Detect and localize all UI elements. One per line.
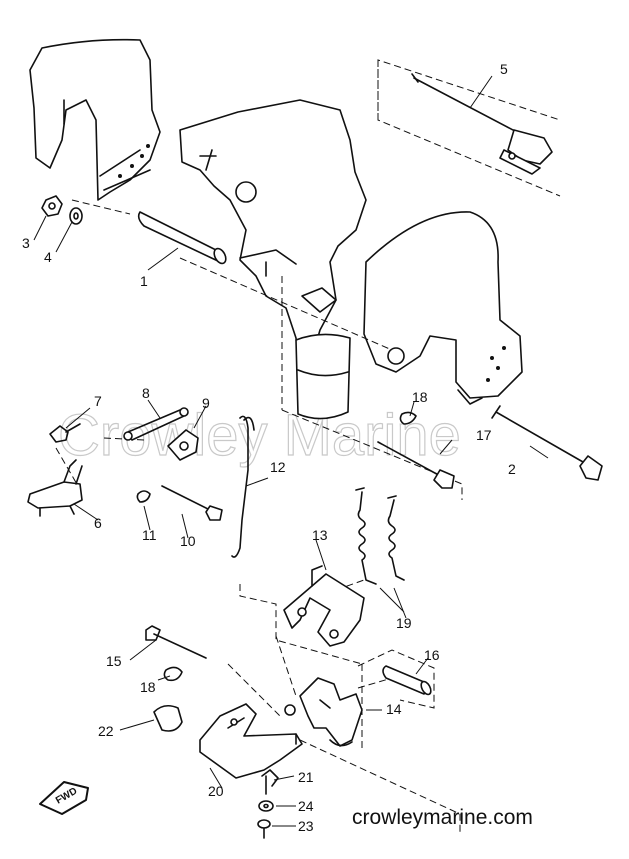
- assembly-line-14: [275, 635, 363, 748]
- part-9-lever: [167, 429, 199, 461]
- part-13-bracket: [283, 565, 365, 647]
- part-23-screw: [257, 819, 271, 839]
- callout-15: 15: [106, 653, 122, 669]
- swivel-bracket: [179, 99, 367, 420]
- clamp-bracket-left: [29, 38, 161, 201]
- part-18-clip-lower: [163, 666, 183, 682]
- callout-6: 6: [94, 515, 102, 531]
- assembly-line-tilt-pin: [71, 199, 393, 351]
- callout-3: 3: [22, 235, 30, 251]
- part-1-tilt-tube: [137, 211, 227, 265]
- callout-18-upper: 18: [412, 389, 428, 405]
- part-4-washer: [69, 207, 83, 225]
- callout-labels: 5 3 4 1 18 17 2 7 8 9 12 6 11 10 13 19 1…: [22, 61, 516, 834]
- callout-16: 16: [424, 647, 440, 663]
- callout-11: 11: [142, 527, 157, 543]
- callout-14: 14: [386, 701, 402, 717]
- callout-24: 24: [298, 798, 314, 814]
- callout-1: 1: [140, 273, 148, 289]
- part-24-washer: [258, 800, 274, 812]
- callout-12: 12: [270, 459, 286, 475]
- callout-13: 13: [312, 527, 328, 543]
- part-21-clip: [261, 769, 279, 795]
- part-10-pin: [161, 485, 223, 521]
- assembly-line-left: [55, 437, 145, 487]
- part-18-clip-upper: [399, 411, 417, 425]
- part-20-base-plate: [199, 703, 303, 779]
- part-22-bushing: [153, 704, 183, 732]
- part-5-bolt-assembly: [411, 73, 553, 175]
- clamp-bracket-right: [363, 211, 523, 405]
- callout-20: 20: [208, 783, 224, 799]
- callout-17: 17: [476, 427, 492, 443]
- callout-19: 19: [396, 615, 412, 631]
- part-3-nut: [41, 195, 63, 217]
- assembly-line-part-5: [377, 59, 561, 197]
- callout-18-lower: 18: [140, 679, 156, 695]
- callout-2: 2: [508, 461, 516, 477]
- part-12-rod: [231, 415, 255, 558]
- callout-7: 7: [94, 393, 102, 409]
- callout-22: 22: [98, 723, 114, 739]
- callout-9: 9: [202, 395, 210, 411]
- callout-23: 23: [298, 818, 314, 834]
- part-6-tilt-lever: [27, 459, 83, 517]
- part-14-plate: [284, 677, 363, 747]
- callout-8: 8: [142, 385, 150, 401]
- callout-21: 21: [298, 769, 314, 785]
- assembly-line-center: [281, 276, 463, 500]
- leader-lines: [33, 75, 549, 827]
- callout-5: 5: [500, 61, 508, 77]
- assembly-line-bottom: [227, 663, 461, 834]
- fwd-arrow-icon: FWD: [39, 781, 89, 815]
- part-15-pin: [145, 625, 207, 659]
- part-8-link: [123, 407, 189, 441]
- footer-url: crowleymarine.com: [352, 806, 533, 829]
- callout-4: 4: [44, 249, 52, 265]
- part-7-clip: [49, 423, 81, 443]
- part-16-bushing: [382, 665, 432, 696]
- callout-10: 10: [180, 533, 196, 549]
- assembly-line-16: [357, 649, 435, 709]
- part-19-springs: [355, 487, 405, 585]
- part-2-bolt: [491, 405, 603, 481]
- part-17-bolt: [377, 441, 455, 489]
- part-11-clip: [136, 490, 151, 503]
